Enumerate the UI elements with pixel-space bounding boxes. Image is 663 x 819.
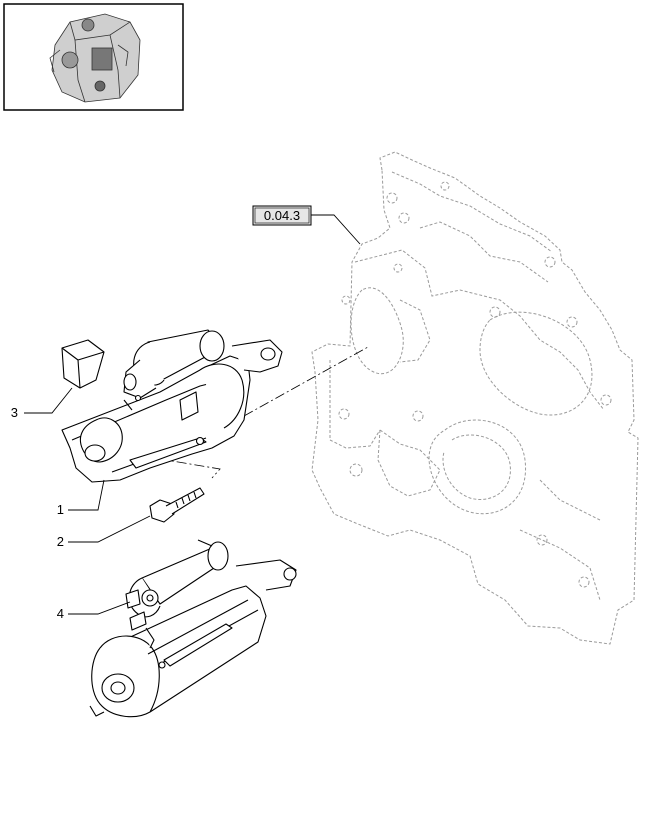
callout-3: 3 <box>11 405 18 420</box>
callout-leaders <box>24 387 151 615</box>
starter-motor-alt[interactable] <box>89 539 297 718</box>
engine-thumbnail[interactable] <box>3 3 184 111</box>
alignment-lines <box>170 346 369 479</box>
cover[interactable] <box>61 339 105 389</box>
callout-1: 1 <box>57 502 64 517</box>
reference-tag-label: 0.04.3 <box>264 208 300 223</box>
engine-front-housing <box>311 151 639 645</box>
reference-tag[interactable]: 0.04.3 <box>252 205 361 245</box>
callout-4: 4 <box>57 606 64 621</box>
bolt[interactable] <box>149 487 205 523</box>
starter-motor[interactable] <box>61 329 283 483</box>
callout-2: 2 <box>57 534 64 549</box>
engine-thumbnail-icon <box>49 13 141 103</box>
